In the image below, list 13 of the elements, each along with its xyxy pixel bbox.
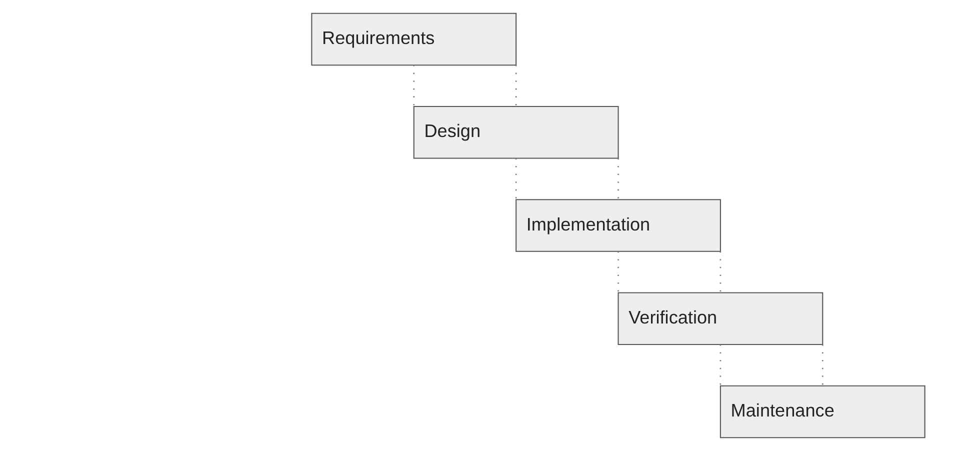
connector xyxy=(719,251,721,293)
node-box: Requirements xyxy=(310,12,516,66)
node-box: Implementation xyxy=(515,199,720,252)
connector xyxy=(412,65,414,106)
connector xyxy=(617,251,618,293)
connector xyxy=(617,158,618,200)
connector xyxy=(821,344,823,386)
connector xyxy=(719,344,721,386)
connector xyxy=(514,158,516,200)
node-box: Verification xyxy=(617,292,823,346)
connector xyxy=(514,65,516,106)
node-box: Design xyxy=(412,106,618,159)
node-box: Maintenance xyxy=(719,385,925,438)
